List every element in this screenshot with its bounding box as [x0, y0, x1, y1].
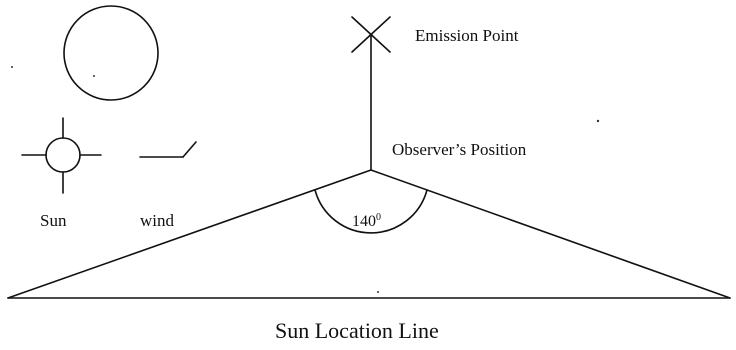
sun-location-line-label: Sun Location Line: [275, 318, 439, 343]
sun-label: Sun: [40, 211, 67, 230]
triangle-left-side: [7, 169, 372, 299]
speck: [596, 119, 600, 123]
sun-crosshair-icon: [21, 117, 102, 194]
triangle-right-side: [370, 169, 731, 299]
angle-label: 1400: [352, 212, 381, 230]
speck: [93, 75, 95, 77]
speck: [377, 291, 379, 293]
wind-label: wind: [140, 211, 174, 230]
angle-arc: [314, 189, 428, 234]
wind-barb-icon: [139, 141, 197, 158]
angle-value: 140: [352, 213, 376, 230]
emission-point-label: Emission Point: [415, 26, 519, 45]
circle-icon: [63, 5, 159, 101]
speck: [11, 66, 13, 68]
angle-degree-mark: 0: [376, 212, 381, 223]
observer-position-label: Observer’s Position: [392, 140, 527, 159]
